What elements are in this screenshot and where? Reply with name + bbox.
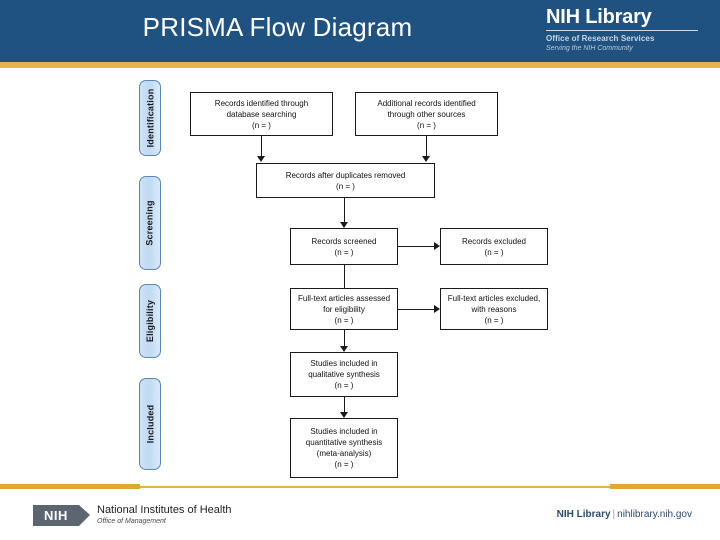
box-line: (n = ) <box>484 247 504 257</box>
arrow-head-icon <box>340 222 348 228</box>
page-header: PRISMA Flow Diagram NIH Library Office o… <box>0 0 720 62</box>
arrow-duplicates-to-screened <box>344 198 345 222</box>
nih-chevron-icon <box>79 504 90 526</box>
arrow-screened-to-fulltext <box>344 265 345 289</box>
nih-library-logo-name: NIH Library <box>546 6 652 28</box>
footer-library-name: NIH Library <box>556 509 611 520</box>
header-gold-bar <box>0 62 720 68</box>
stage-tab-screening: Screening <box>139 176 161 270</box>
box-line: (n = ) <box>334 315 354 325</box>
box-line: Records excluded <box>461 236 527 246</box>
box-duplicates-removed: Records after duplicates removed (n = ) <box>256 163 435 198</box>
box-additional-records: Additional records identified through ot… <box>355 92 498 136</box>
arrow-screened-to-excluded <box>398 246 434 247</box>
logo-divider <box>546 30 698 31</box>
box-line: (n = ) <box>336 181 355 191</box>
page-title: PRISMA Flow Diagram <box>142 12 413 42</box>
stage-tab-included: Included <box>139 378 161 470</box>
box-line: (n = ) <box>484 315 504 325</box>
arrow-identified-to-duplicates <box>261 136 262 156</box>
stage-tab-identification: Identification <box>139 80 161 156</box>
stage-tab-eligibility: Eligibility <box>139 284 161 358</box>
box-records-excluded: Records excluded (n = ) <box>440 228 548 265</box>
footer-separator: | <box>612 509 616 520</box>
arrow-head-icon <box>422 156 430 162</box>
arrow-head-icon <box>340 346 348 352</box>
box-line: (n = ) <box>334 381 354 390</box>
footer-divider-right-cap <box>610 484 720 489</box>
arrow-head-icon <box>257 156 265 162</box>
box-line: Records screened <box>311 236 377 246</box>
footer-library-info: NIH Library|nihlibrary.nih.gov <box>557 509 692 520</box>
arrow-fulltext-to-excluded <box>398 309 434 310</box>
box-line: with reasons <box>471 304 517 314</box>
box-line: (meta-analysis) <box>316 449 372 458</box>
arrow-head-icon <box>434 305 440 313</box>
arrow-head-icon <box>434 242 440 250</box>
stage-tab-included-label: Included <box>145 404 156 444</box>
box-line: Full-text articles assessed <box>297 293 391 303</box>
footer-divider <box>0 484 720 490</box>
box-line: (n = ) <box>334 460 354 469</box>
box-line: Studies included in <box>310 427 378 436</box>
stage-tab-identification-label: Identification <box>145 88 155 148</box>
box-line: for eligibility <box>323 304 365 314</box>
nih-library-logo: NIH Library Office of Research Services … <box>546 6 706 53</box>
box-records-identified: Records identified through database sear… <box>190 92 333 136</box>
stage-tab-screening-label: Screening <box>145 200 156 246</box>
box-line: database searching <box>226 109 297 119</box>
box-line: through other sources <box>387 109 466 119</box>
nih-logo-text: National Institutes of Health Office of … <box>97 504 232 526</box>
box-line: Records after duplicates removed <box>285 170 406 180</box>
footer-divider-left-cap <box>0 484 140 489</box>
box-line: Records identified through <box>214 98 309 108</box>
footer-divider-line <box>0 486 720 488</box>
box-fulltext-excluded: Full-text articles excluded, with reason… <box>440 288 548 330</box>
nih-badge: NIH <box>33 504 79 526</box>
agency-name: National Institutes of Health <box>97 504 232 516</box>
box-line: (n = ) <box>252 120 271 130</box>
box-line: quantitative synthesis <box>305 438 383 447</box>
arrow-head-icon <box>340 412 348 418</box>
box-qualitative-synthesis: Studies included in qualitative synthesi… <box>290 352 398 397</box>
nih-logo: NIH National Institutes of Health Office… <box>33 504 232 526</box>
arrow-qualitative-to-quantitative <box>344 397 345 412</box>
nih-library-logo-tagline: Serving the NIH Community <box>546 45 633 52</box>
nih-library-logo-subtitle: Office of Research Services <box>546 34 655 43</box>
box-fulltext-assessed: Full-text articles assessed for eligibil… <box>290 288 398 330</box>
box-line: (n = ) <box>334 247 354 257</box>
box-line: Full-text articles excluded, <box>447 293 541 303</box>
page-footer: NIH National Institutes of Health Office… <box>0 490 720 540</box>
box-quantitative-synthesis: Studies included in quantitative synthes… <box>290 418 398 478</box>
footer-library-url: nihlibrary.nih.gov <box>617 509 692 520</box>
box-line: (n = ) <box>417 120 436 130</box>
box-line: Additional records identified <box>377 98 476 108</box>
box-line: qualitative synthesis <box>308 370 380 379</box>
box-records-screened: Records screened (n = ) <box>290 228 398 265</box>
prisma-diagram: Identification Screening Eligibility Inc… <box>0 68 720 483</box>
stage-tab-eligibility-label: Eligibility <box>145 299 155 343</box>
agency-office: Office of Management <box>97 518 166 525</box>
box-line: Studies included in <box>310 359 378 368</box>
arrow-fulltext-to-qualitative <box>344 330 345 346</box>
arrow-additional-to-duplicates <box>426 136 427 156</box>
